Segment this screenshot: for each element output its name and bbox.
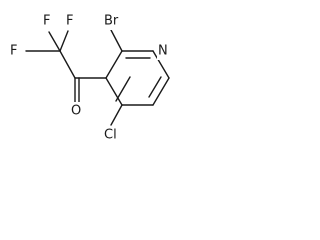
bond-cf3-f-top-right: [59, 30, 69, 52]
atom-fluorine-left: F: [10, 44, 17, 59]
atom-bromine: Br: [104, 14, 119, 29]
bond-c3-c4: [105, 77, 123, 106]
atom-oxygen: O: [71, 104, 81, 119]
atom-fluorine-top-right: F: [66, 14, 73, 29]
bond-cf3-f-top-left: [48, 31, 61, 52]
atom-chlorine: Cl: [104, 128, 117, 143]
atom-nitrogen: N: [158, 44, 168, 59]
bonds: [25, 29, 170, 126]
bond-c2-c3: [105, 50, 123, 79]
atom-labels: Br N Cl O F F F: [8, 12, 171, 144]
atom-fluorine-top-left: F: [43, 14, 50, 29]
bond-c5-c6: [152, 77, 170, 106]
bond-c5-c6-inner: [148, 76, 162, 98]
bond-c4-cl: [110, 104, 123, 126]
bond-carbonyl-cf3: [59, 50, 76, 79]
bond-c4-c4-inner: [115, 76, 131, 102]
chemical-structure: Br N Cl O F F F: [8, 12, 171, 144]
bond-c2-br: [110, 29, 123, 52]
bond-c6-n: [152, 50, 170, 79]
